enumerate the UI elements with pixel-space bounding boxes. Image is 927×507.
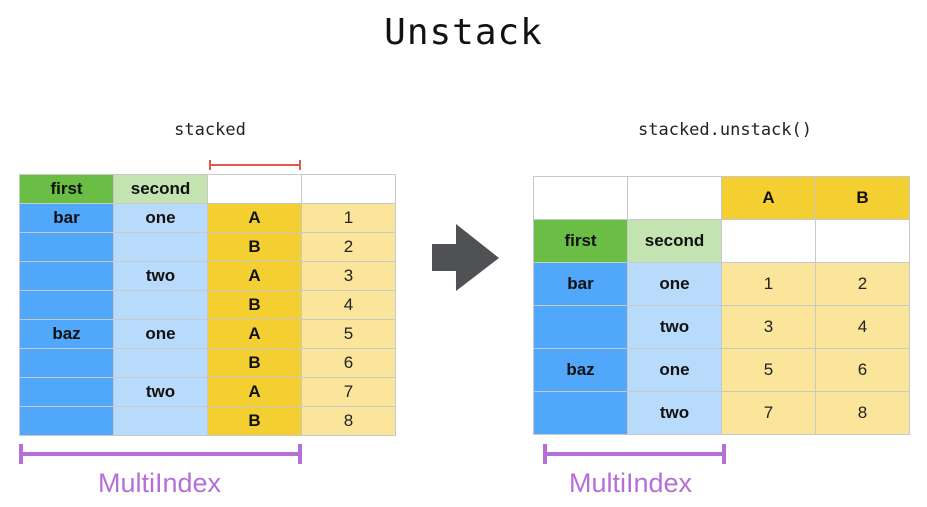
first-index-cell — [533, 391, 628, 435]
value-cell: 6 — [301, 348, 396, 378]
unstacked-table: A B first second bar one 1 2 two 3 4 baz… — [533, 176, 910, 435]
first-index-cell — [19, 406, 114, 436]
first-index-cell — [19, 232, 114, 262]
blank-header-cell — [721, 219, 816, 263]
value-cell: 5 — [301, 319, 396, 349]
stacked-key-cell: B — [207, 232, 302, 262]
value-cell: 6 — [815, 348, 910, 392]
table-row: bar one 1 2 — [533, 262, 910, 306]
first-index-cell — [533, 305, 628, 349]
second-index-cell: two — [627, 305, 722, 349]
table-row: bar one A 1 — [19, 203, 396, 233]
value-cell: 5 — [721, 348, 816, 392]
table-row: B 6 — [19, 348, 396, 378]
second-index-cell: one — [627, 262, 722, 306]
blank-header-cell — [301, 174, 396, 204]
stacked-key-cell: A — [207, 377, 302, 407]
multiindex-bracket-right — [543, 444, 726, 464]
table-row: two 7 8 — [533, 391, 910, 435]
page-title: Unstack — [384, 12, 543, 53]
value-cell: 3 — [721, 305, 816, 349]
index-header-row: first second — [533, 219, 910, 263]
first-header-cell: first — [533, 219, 628, 263]
second-header-cell: second — [113, 174, 208, 204]
blank-header-cell — [533, 176, 628, 220]
value-cell: 4 — [815, 305, 910, 349]
second-index-cell: two — [113, 377, 208, 407]
column-header-row: A B — [533, 176, 910, 220]
table-row: B 4 — [19, 290, 396, 320]
stacked-key-cell: B — [207, 406, 302, 436]
table-row: two 3 4 — [533, 305, 910, 349]
second-index-cell — [113, 232, 208, 262]
blank-header-cell — [207, 174, 302, 204]
second-index-cell: one — [627, 348, 722, 392]
value-cell: 2 — [815, 262, 910, 306]
blank-header-cell — [815, 219, 910, 263]
first-index-cell — [19, 261, 114, 291]
table-row: baz one A 5 — [19, 319, 396, 349]
second-index-cell: one — [113, 203, 208, 233]
second-index-cell: one — [113, 319, 208, 349]
second-index-cell — [113, 348, 208, 378]
value-cell: 7 — [301, 377, 396, 407]
table-header-row: first second — [19, 174, 396, 204]
second-index-cell — [113, 406, 208, 436]
value-cell: 1 — [301, 203, 396, 233]
first-index-cell — [19, 377, 114, 407]
value-cell: 8 — [815, 391, 910, 435]
first-header-cell: first — [19, 174, 114, 204]
table-row: baz one 5 6 — [533, 348, 910, 392]
table-row: two A 3 — [19, 261, 396, 291]
stacked-key-cell: A — [207, 261, 302, 291]
stacked-caption: stacked — [174, 120, 246, 140]
stacked-table: first second bar one A 1 B 2 two A 3 B — [19, 174, 396, 436]
first-index-cell: baz — [533, 348, 628, 392]
column-key-cell: A — [721, 176, 816, 220]
second-header-cell: second — [627, 219, 722, 263]
stacked-level-marker — [209, 160, 301, 170]
arrow-right-icon — [432, 224, 499, 291]
value-cell: 3 — [301, 261, 396, 291]
stacked-key-cell: A — [207, 319, 302, 349]
first-index-cell: bar — [533, 262, 628, 306]
value-cell: 4 — [301, 290, 396, 320]
second-index-cell: two — [627, 391, 722, 435]
stacked-key-cell: A — [207, 203, 302, 233]
value-cell: 8 — [301, 406, 396, 436]
second-index-cell — [113, 290, 208, 320]
table-row: B 2 — [19, 232, 396, 262]
table-row: B 8 — [19, 406, 396, 436]
value-cell: 1 — [721, 262, 816, 306]
value-cell: 7 — [721, 391, 816, 435]
stacked-key-cell: B — [207, 290, 302, 320]
blank-header-cell — [627, 176, 722, 220]
second-index-cell: two — [113, 261, 208, 291]
first-index-cell — [19, 348, 114, 378]
stacked-key-cell: B — [207, 348, 302, 378]
multiindex-bracket-left — [19, 444, 302, 464]
first-index-cell — [19, 290, 114, 320]
table-row: two A 7 — [19, 377, 396, 407]
multiindex-label-left: MultiIndex — [98, 468, 222, 498]
column-key-cell: B — [815, 176, 910, 220]
multiindex-label-right: MultiIndex — [569, 468, 693, 498]
first-index-cell: bar — [19, 203, 114, 233]
first-index-cell: baz — [19, 319, 114, 349]
unstack-caption: stacked.unstack() — [638, 120, 812, 140]
value-cell: 2 — [301, 232, 396, 262]
